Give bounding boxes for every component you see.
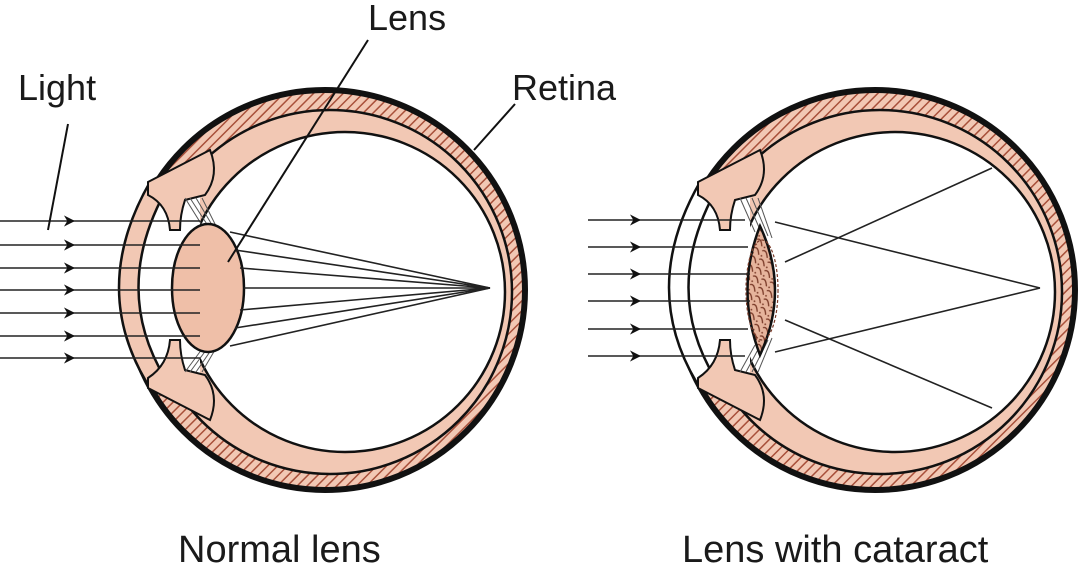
label-light: Light bbox=[18, 67, 96, 108]
normal-iris-lower bbox=[147, 339, 215, 422]
cataract-iris-upper bbox=[697, 148, 765, 231]
normal-focused-rays bbox=[229, 231, 491, 347]
caption-lens-with-cataract: Lens with cataract bbox=[682, 529, 989, 568]
cataract-eye bbox=[588, 87, 1078, 493]
label-lens: Lens bbox=[368, 0, 446, 38]
cataract-rays-to-lens bbox=[640, 219, 750, 357]
normal-iris-upper bbox=[147, 148, 215, 231]
normal-lens bbox=[170, 222, 246, 354]
cataract-scattered-rays bbox=[774, 167, 1041, 409]
retina-leader-line bbox=[473, 103, 516, 151]
normal-eye bbox=[0, 87, 528, 493]
cataract-iris-lower bbox=[697, 339, 765, 422]
light-leader-line bbox=[47, 123, 69, 231]
normal-rays-to-lens bbox=[74, 220, 200, 359]
cataract-incoming-rays bbox=[588, 214, 642, 362]
cataract-vitreous bbox=[733, 130, 1057, 454]
caption-normal-lens: Normal lens bbox=[178, 529, 381, 568]
label-retina: Retina bbox=[512, 67, 617, 108]
normal-incoming-rays bbox=[0, 215, 76, 364]
cataract-lens bbox=[746, 222, 777, 359]
lens-leader-line bbox=[227, 39, 369, 263]
cataract-lens-core bbox=[745, 239, 779, 341]
